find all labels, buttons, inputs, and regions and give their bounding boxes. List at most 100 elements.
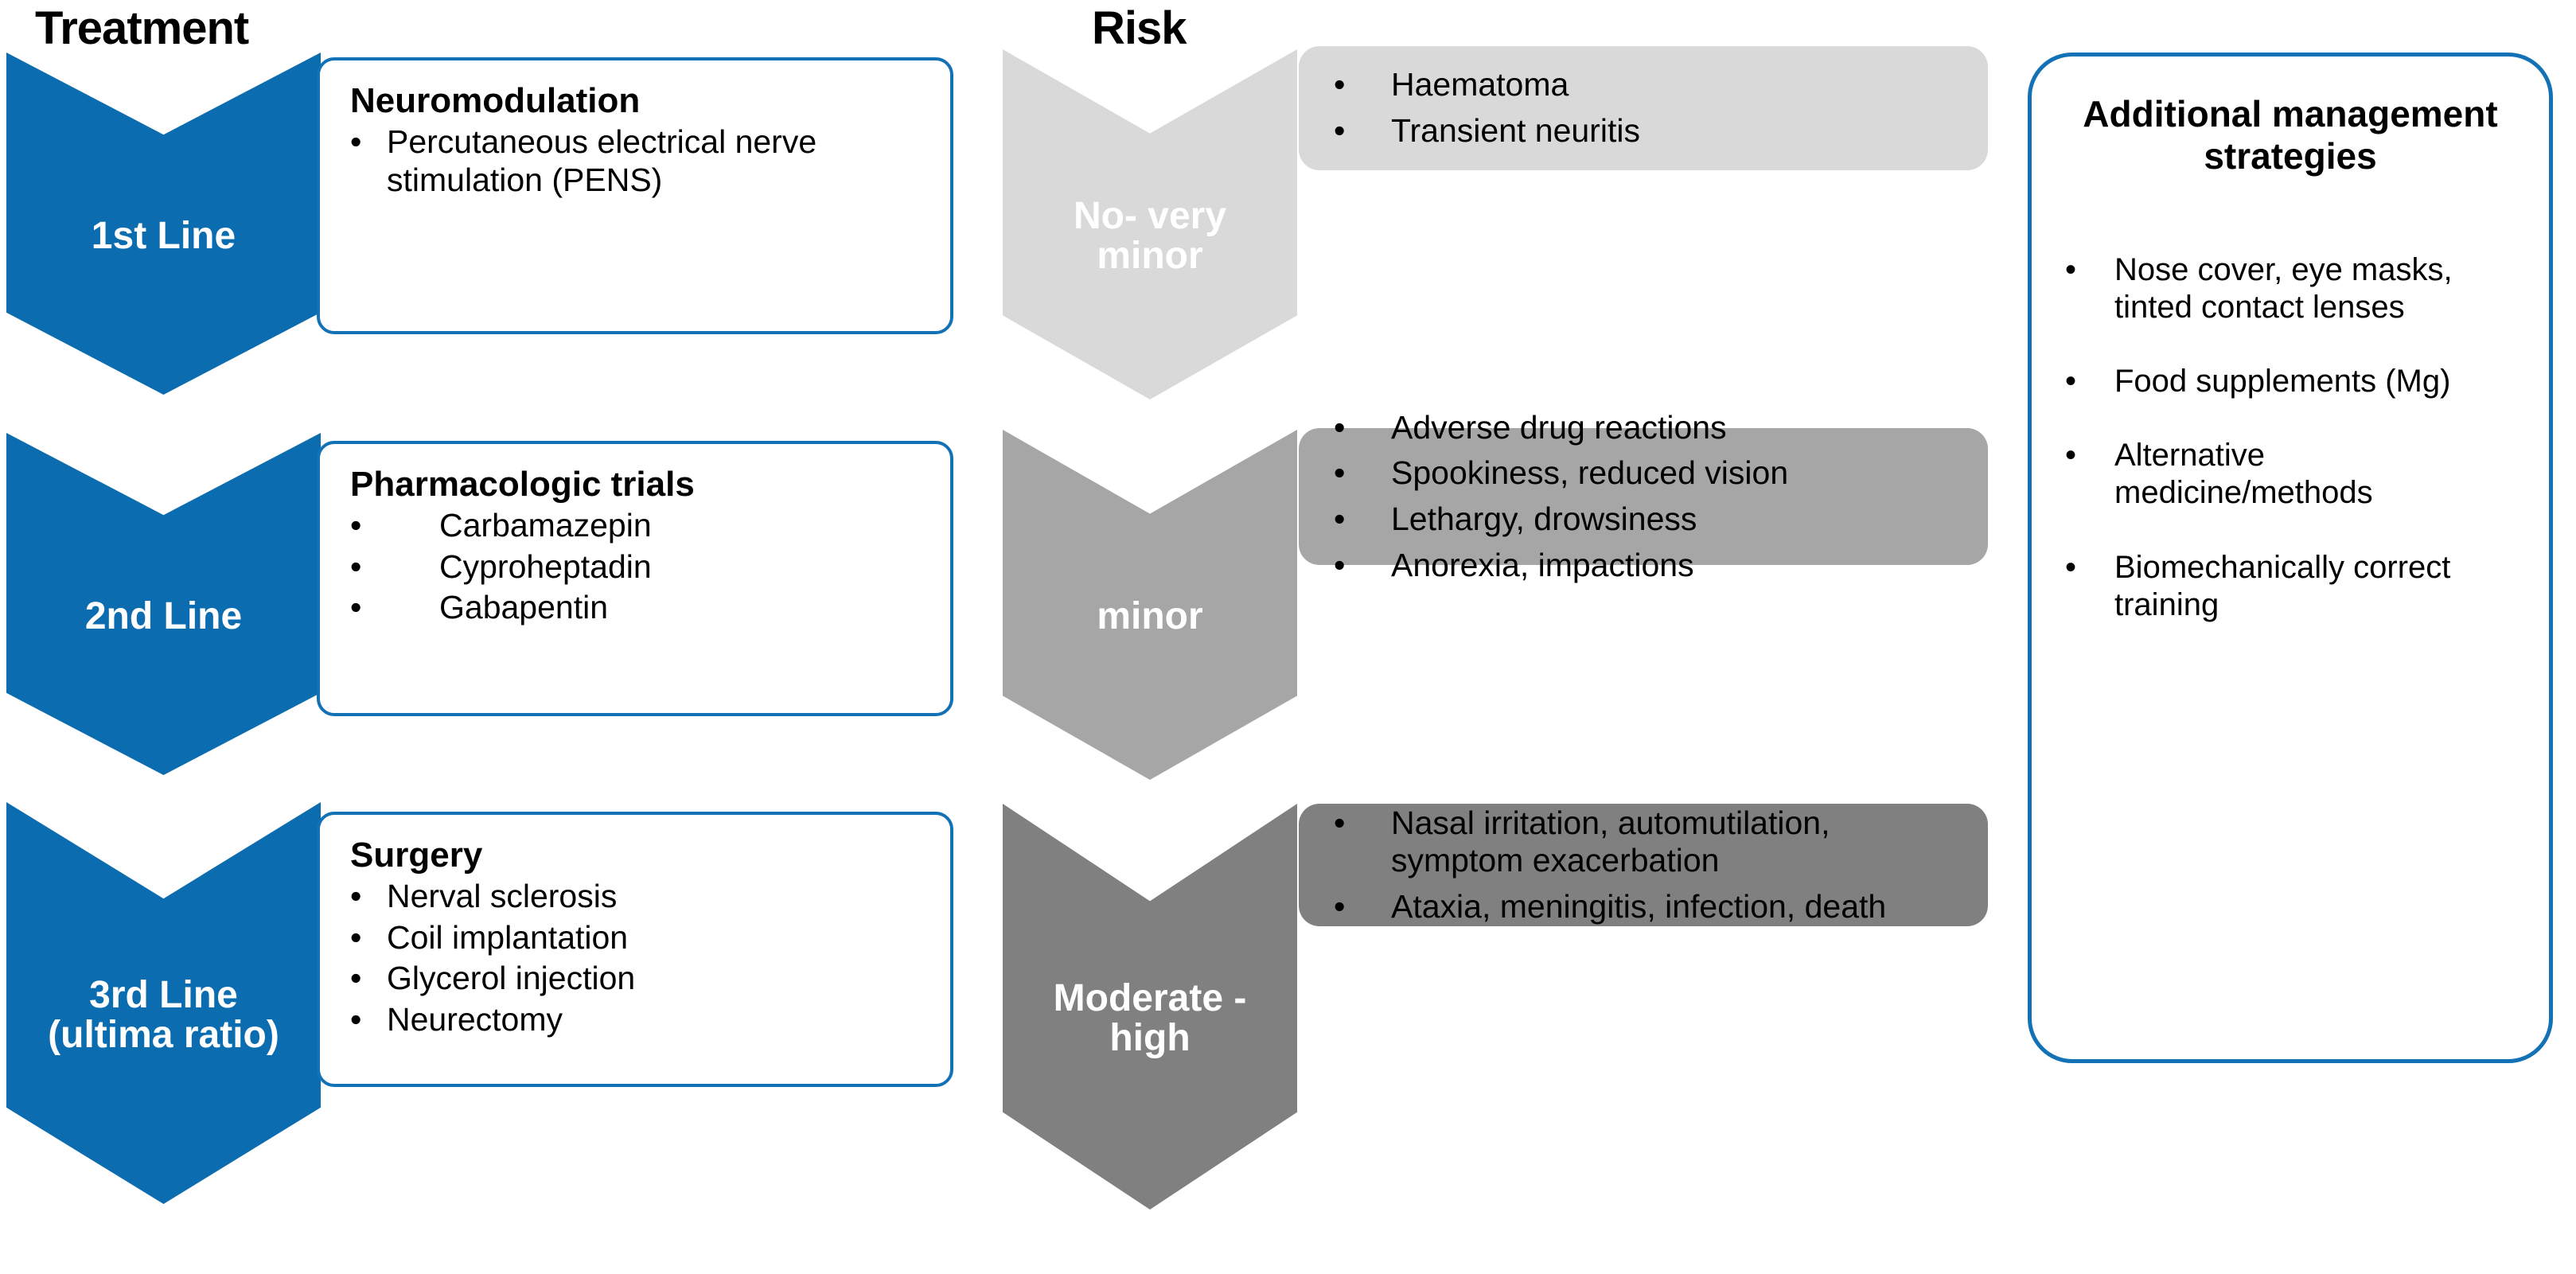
list-item-text: Biomechanically correct training: [2114, 549, 2451, 622]
bullet-icon: •: [1334, 546, 1346, 583]
bullet-icon: •: [350, 547, 362, 585]
list-item: • Anorexia, impactions: [1334, 547, 1961, 585]
list-item-text: Gabapentin: [439, 589, 609, 626]
risk-stage-label-2: minor: [1097, 594, 1203, 637]
bullet-icon: •: [1334, 887, 1346, 925]
list-item: • Adverse drug reactions: [1334, 409, 1961, 447]
bullet-icon: •: [350, 1000, 362, 1038]
risk-stage-chevron-3[interactable]: Moderate - high: [1003, 804, 1297, 1210]
treatment-card-list-1: • Percutaneous electrical nerve stimulat…: [350, 123, 926, 199]
list-item: • Carbamazepin: [350, 507, 926, 545]
list-item: • Spookiness, reduced vision: [1334, 454, 1961, 493]
list-item-text: Spookiness, reduced vision: [1391, 454, 1789, 492]
risk-list-3: • Nasal irritation, automutilation, symp…: [1334, 805, 1961, 926]
bullet-icon: •: [1334, 66, 1346, 103]
risk-stage-label-3: Moderate - high: [1054, 955, 1247, 1058]
list-item: • Ataxia, meningitis, infection, death: [1334, 888, 1961, 926]
treatment-stage-label-2: 2nd Line: [84, 594, 243, 637]
list-item-text: Haematoma: [1391, 66, 1569, 103]
treatment-card-3[interactable]: Surgery • Nerval sclerosis • Coil implan…: [317, 812, 953, 1087]
list-item-text: Nerval sclerosis: [387, 878, 618, 915]
list-item-text: Carbamazepin: [439, 507, 652, 544]
risk-stage-label-3-line1: Moderate -: [1053, 976, 1247, 1019]
list-item: • Food supplements (Mg): [2056, 363, 2525, 400]
bullet-icon: •: [1334, 804, 1346, 841]
treatment-card-title-3: Surgery: [350, 836, 483, 875]
treatment-stage-chevron-1[interactable]: 1st Line: [6, 53, 321, 395]
list-item: • Alternative medicine/methods: [2056, 437, 2525, 512]
list-item: • Coil implantation: [350, 919, 926, 957]
treatment-stage-label-3: 3rd Line (ultima ratio): [48, 951, 279, 1055]
list-item-text: Nose cover, eye masks, tinted contact le…: [2114, 251, 2453, 325]
treatment-card-1[interactable]: Neuromodulation • Percutaneous electrica…: [317, 57, 953, 334]
treatment-stage-label-1: 1st Line: [91, 214, 236, 257]
treatment-stage-chevron-3[interactable]: 3rd Line (ultima ratio): [6, 802, 321, 1204]
risk-stage-label-1: No- very minor: [1074, 173, 1226, 275]
list-item: • Haematoma: [1334, 66, 1961, 104]
risk-list-1: • Haematoma • Transient neuritis: [1334, 66, 1961, 150]
bullet-icon: •: [1334, 454, 1346, 492]
bullet-icon: •: [350, 960, 362, 997]
risk-stage-label-3-line2: high: [1109, 1016, 1191, 1059]
risk-panel-background-2: [1299, 428, 1988, 565]
list-item: • Nerval sclerosis: [350, 878, 926, 916]
list-item: • Gabapentin: [350, 589, 926, 627]
bullet-icon: •: [350, 918, 362, 956]
risk-detail-panel-2[interactable]: • Adverse drug reactions • Spookiness, r…: [1299, 409, 1988, 583]
risk-detail-panel-1[interactable]: • Haematoma • Transient neuritis: [1299, 46, 1988, 170]
additional-strategies-panel[interactable]: Additional management strategies • Nose …: [2028, 53, 2553, 1063]
bullet-icon: •: [1334, 408, 1346, 446]
list-item: • Nasal irritation, automutilation, symp…: [1334, 805, 1961, 880]
risk-stage-label-1-line1: No- very: [1073, 194, 1227, 237]
list-item-text: Ataxia, meningitis, infection, death: [1391, 887, 1887, 925]
list-item-text: Anorexia, impactions: [1391, 546, 1694, 583]
treatment-card-list-2: • Carbamazepin • Cyproheptadin • Gabapen…: [350, 507, 926, 627]
treatment-stage-label-3-line1: 3rd Line: [89, 974, 238, 1017]
additional-strategies-title: Additional management strategies: [2083, 93, 2498, 177]
treatment-card-title-1: Neuromodulation: [350, 81, 641, 120]
bullet-icon: •: [2065, 549, 2077, 585]
list-item: • Nose cover, eye masks, tinted contact …: [2056, 251, 2525, 326]
list-item-text: Glycerol injection: [387, 960, 636, 997]
treatment-card-list-3: • Nerval sclerosis • Coil implantation •…: [350, 878, 926, 1038]
list-item: • Glycerol injection: [350, 960, 926, 998]
bullet-icon: •: [1334, 112, 1346, 149]
column-heading-risk: Risk: [1092, 2, 1187, 54]
list-item-text: Nasal irritation, automutilation, sympto…: [1391, 804, 1830, 879]
risk-panel-background-1: [1299, 46, 1988, 170]
list-item-text: Adverse drug reactions: [1391, 408, 1727, 446]
treatment-stage-label-3-line2: (ultima ratio): [48, 1014, 279, 1057]
bullet-icon: •: [2065, 364, 2077, 399]
risk-stage-chevron-1[interactable]: No- very minor: [1003, 49, 1297, 399]
bullet-icon: •: [350, 589, 362, 626]
risk-detail-panel-3[interactable]: • Nasal irritation, automutilation, symp…: [1299, 804, 1988, 926]
risk-stage-chevron-2[interactable]: minor: [1003, 430, 1297, 780]
list-item-text: Percutaneous electrical nerve stimulatio…: [387, 123, 817, 198]
column-heading-treatment: Treatment: [35, 2, 249, 54]
list-item: • Percutaneous electrical nerve stimulat…: [350, 123, 926, 199]
risk-stage-label-1-line2: minor: [1097, 234, 1203, 277]
list-item-text: Alternative medicine/methods: [2114, 438, 2373, 511]
list-item-text: Cyproheptadin: [439, 547, 652, 585]
bullet-icon: •: [350, 878, 362, 915]
additional-strategies-list: • Nose cover, eye masks, tinted contact …: [2056, 251, 2525, 624]
bullet-icon: •: [350, 507, 362, 544]
list-item: • Lethargy, drowsiness: [1334, 501, 1961, 539]
bullet-icon: •: [2065, 251, 2077, 287]
list-item-text: Neurectomy: [387, 1000, 563, 1038]
list-item: • Biomechanically correct training: [2056, 549, 2525, 624]
list-item: • Cyproheptadin: [350, 548, 926, 586]
treatment-card-2[interactable]: Pharmacologic trials • Carbamazepin • Cy…: [317, 441, 953, 716]
risk-panel-background-3: [1299, 804, 1988, 926]
list-item-text: Coil implantation: [387, 918, 629, 956]
list-item: • Transient neuritis: [1334, 112, 1961, 150]
treatment-stage-chevron-2[interactable]: 2nd Line: [6, 433, 321, 775]
treatment-card-title-2: Pharmacologic trials: [350, 465, 695, 504]
list-item: • Neurectomy: [350, 1001, 926, 1039]
bullet-icon: •: [2065, 438, 2077, 473]
list-item-text: Lethargy, drowsiness: [1391, 501, 1697, 537]
list-item-text: Food supplements (Mg): [2114, 364, 2451, 399]
bullet-icon: •: [1334, 501, 1346, 537]
list-item-text: Transient neuritis: [1391, 112, 1640, 149]
